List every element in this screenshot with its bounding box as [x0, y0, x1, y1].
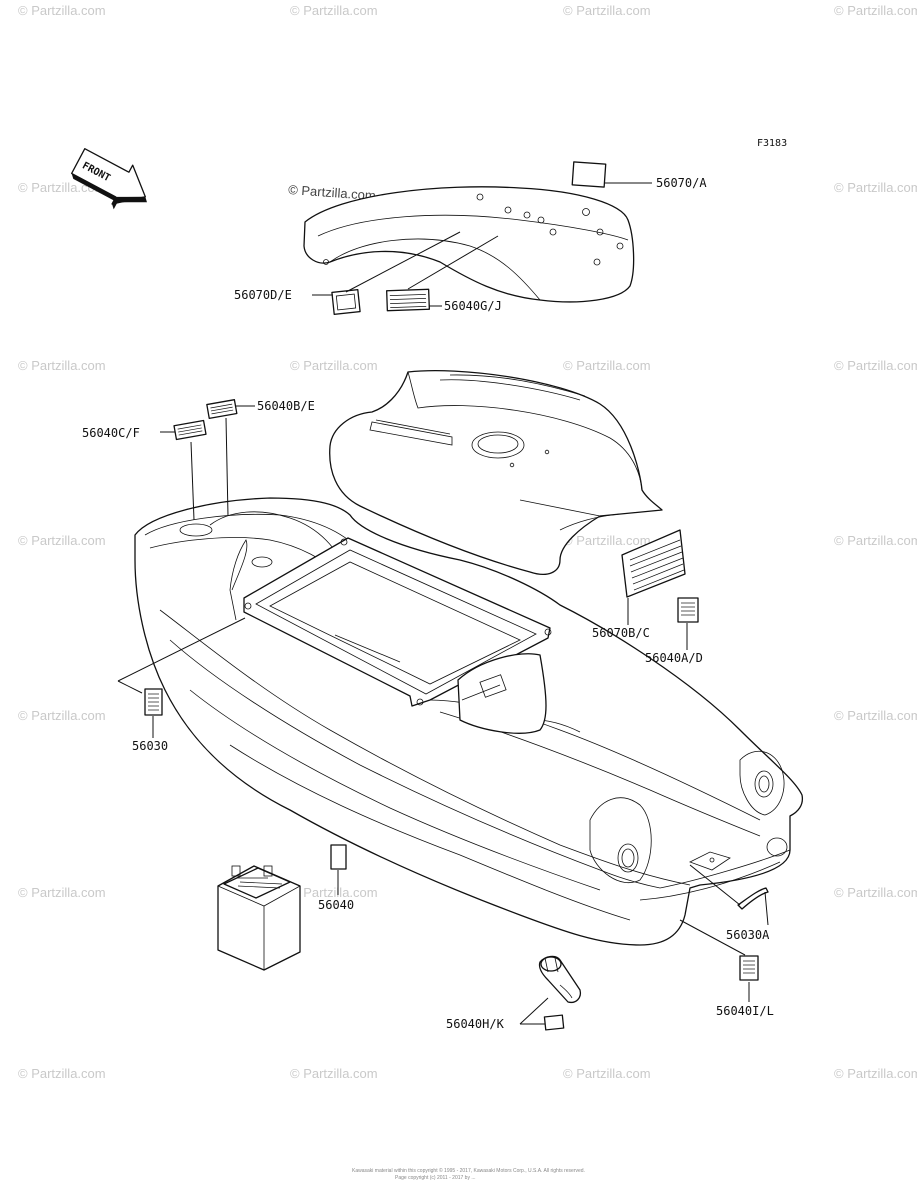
callout-56070-a: 56070/A	[656, 176, 707, 190]
footer-copyright: Kawasaki material within this copyright …	[352, 1167, 585, 1181]
brand-watermark: © Partzilla.com	[288, 182, 376, 203]
watermark: © Partzilla.com	[290, 885, 378, 900]
watermark: © Partzilla.com	[290, 1066, 378, 1081]
watermark: © Partzilla.com	[18, 3, 106, 18]
watermark: © Partzilla.com	[834, 358, 917, 373]
front-arrow-icon: FRONT	[70, 148, 147, 210]
callout-56040c-f: 56040C/F	[82, 426, 140, 440]
watermark: © Partzilla.com	[563, 3, 651, 18]
leader-lines	[117, 182, 769, 1025]
watermark: © Partzilla.com	[18, 708, 106, 723]
hull-part	[134, 497, 804, 946]
meter-part	[538, 955, 582, 1004]
watermark: © Partzilla.com	[834, 533, 917, 548]
watermark: © Partzilla.com	[834, 708, 917, 723]
watermark: © Partzilla.com	[18, 358, 106, 373]
watermark: © Partzilla.com	[563, 533, 651, 548]
callout-56040h-k: 56040H/K	[446, 1017, 505, 1031]
callout-56030: 56030	[132, 739, 168, 753]
watermark: © Partzilla.com	[834, 885, 917, 900]
callout-56040g-j: 56040G/J	[444, 299, 502, 313]
callout-56070b-c: 56070B/C	[592, 626, 650, 640]
watermark: © Partzilla.com	[18, 533, 106, 548]
watermark: © Partzilla.com	[834, 180, 917, 195]
footer-line: Kawasaki material within this copyright …	[352, 1167, 585, 1174]
callout-56040a-d: 56040A/D	[645, 651, 703, 665]
callout-56070d-e: 56070D/E	[234, 288, 292, 302]
seat-cover-part	[329, 369, 663, 575]
callout-56030a: 56030A	[726, 928, 770, 942]
watermark: © Partzilla.com	[834, 1066, 917, 1081]
callout-56040b-e: 56040B/E	[257, 399, 315, 413]
footer-line: Page copyright (c) 2011 - 2017 by ...	[395, 1175, 476, 1181]
callout-56040i-l: 56040I/L	[716, 1004, 774, 1018]
watermark: © Partzilla.com	[18, 885, 106, 900]
watermark: © Partzilla.com	[563, 1066, 651, 1081]
battery-part	[217, 865, 301, 971]
watermark: © Partzilla.com	[18, 1066, 106, 1081]
callout-labels: 56070/A 56070D/E 56040G/J 56040B/E 56040…	[82, 176, 774, 1031]
rear-cover-part	[303, 186, 635, 303]
callout-56040: 56040	[318, 898, 354, 912]
decal-labels	[144, 161, 769, 1031]
watermark: © Partzilla.com	[834, 3, 917, 18]
watermark: © Partzilla.com	[563, 358, 651, 373]
figure-code: F3183	[757, 138, 787, 149]
watermark: © Partzilla.com	[290, 3, 378, 18]
watermark: © Partzilla.com	[290, 358, 378, 373]
